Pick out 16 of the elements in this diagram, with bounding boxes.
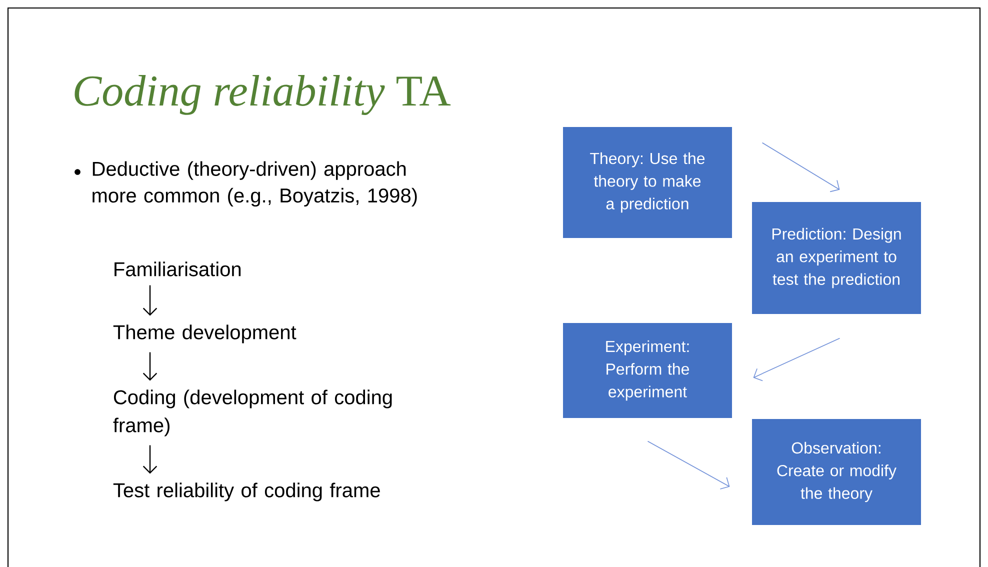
step-text: Coding (development of coding frame)	[113, 390, 392, 436]
process-box: Theory: Use the theory to make a prediction	[563, 127, 732, 238]
title: Coding reliability TA	[74, 74, 451, 115]
process-box: Observation: Create or modify the theory	[752, 419, 921, 525]
arrow	[142, 285, 158, 316]
bullet-text: Deductive (theory-driven) approach more common (e.g., Boyatzis, 1998)	[92, 161, 417, 207]
arrow	[753, 338, 840, 382]
step-text: Familiarisation	[114, 262, 241, 276]
arrow	[762, 142, 840, 192]
step-text: Theme development	[113, 324, 296, 344]
arrow	[142, 352, 158, 381]
step-text: Test reliability of coding frame	[113, 482, 380, 502]
process-box: Experiment: Perform the experiment	[563, 323, 732, 418]
arrow	[142, 445, 158, 474]
arrow	[647, 440, 730, 490]
process-box: Prediction: Design an experiment to test the prediction	[752, 202, 921, 314]
